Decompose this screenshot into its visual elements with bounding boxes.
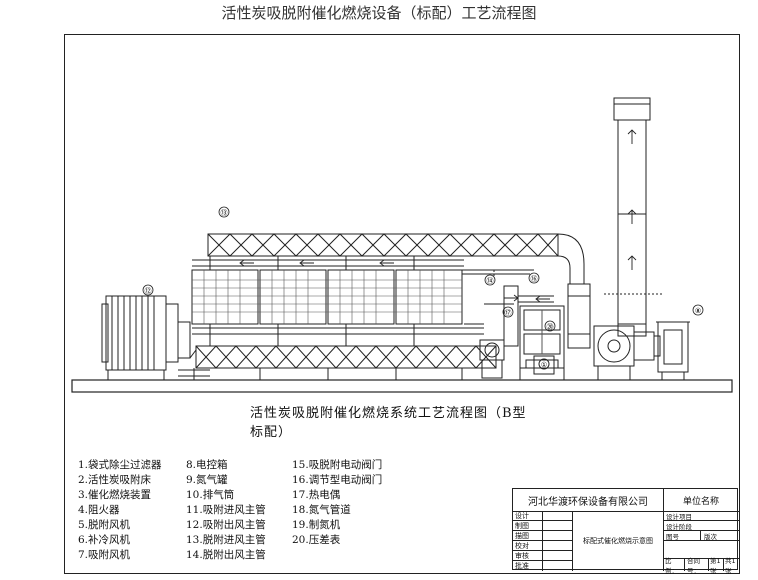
legend-item: 2.活性炭吸附床 bbox=[78, 474, 152, 486]
legend-item: 6.补冷风机 bbox=[78, 534, 131, 546]
tb-project: 设计项目 bbox=[663, 511, 739, 521]
legend-item: 19.制氮机 bbox=[292, 519, 341, 531]
page-title: 活性炭吸脱附催化燃烧设备（标配）工艺流程图 bbox=[221, 4, 537, 22]
callout-number: ⑭ bbox=[487, 277, 494, 285]
legend-item: 17.热电偶 bbox=[292, 489, 341, 501]
adsorption-fan bbox=[567, 283, 661, 380]
callout-number: ⑰ bbox=[505, 309, 512, 317]
callout-number: ⑬ bbox=[221, 209, 228, 217]
legend-item: 10.排气筒 bbox=[186, 489, 235, 501]
cooling-fan bbox=[533, 355, 555, 375]
tb-row-value bbox=[543, 561, 573, 571]
legend-item: 5.脱附风机 bbox=[78, 519, 131, 531]
unit-name: 单位名称 bbox=[663, 489, 739, 512]
legend-item: 13.脱附进风主管 bbox=[186, 534, 266, 546]
tb-total: 共1张 bbox=[725, 557, 736, 575]
tb-drawing-no: 图号 bbox=[663, 531, 701, 541]
tb-scale: 比例： bbox=[663, 557, 685, 575]
legend-item: 8.电控箱 bbox=[186, 459, 228, 471]
tb-blank bbox=[663, 541, 739, 559]
drawing-frame bbox=[64, 34, 740, 574]
drawing-name: 标配式催化燃烧示意图 bbox=[573, 511, 664, 571]
tb-sheet: 第1张 bbox=[709, 557, 724, 575]
legend-item: 4.阻火器 bbox=[78, 504, 120, 516]
legend-item: 7.吸附风机 bbox=[78, 549, 131, 561]
legend-item: 16.调节型电动阀门 bbox=[292, 474, 383, 486]
catalytic-combustion-unit bbox=[519, 305, 565, 380]
tb-row-label: 描图 bbox=[513, 531, 543, 541]
legend-column-3: 15.吸脱附电动阀门 16.调节型电动阀门 17.热电偶 18.氮气管道 19.… bbox=[292, 458, 382, 548]
legend-column-1: 1.袋式除尘过滤器 2.活性炭吸附床 3.催化燃烧装置 4.阻火器 5.脱附风机… bbox=[78, 458, 162, 563]
upper-truss bbox=[207, 233, 585, 284]
company-name: 河北华渡环保设备有限公司 bbox=[513, 489, 664, 512]
legend-item: 18.氮气管道 bbox=[292, 504, 351, 516]
exhaust-stack bbox=[613, 97, 651, 337]
legend-column-2: 8.电控箱 9.氮气罐 10.排气筒 11.吸附进风主管 12.吸附出风主管 1… bbox=[186, 458, 266, 563]
tb-row-value bbox=[543, 531, 573, 541]
legend-item: 9.氮气罐 bbox=[186, 474, 228, 486]
legend-item: 3.催化燃烧装置 bbox=[78, 489, 152, 501]
title-block: 河北华渡环保设备有限公司 单位名称 设计 制图 描图 校对 审核 批准 标配式催… bbox=[512, 488, 739, 575]
adsorption-beds bbox=[191, 256, 484, 380]
callout-number: ⑫ bbox=[145, 287, 152, 295]
tb-row-label: 设计 bbox=[513, 511, 543, 521]
tb-row-value bbox=[543, 541, 573, 551]
process-flow-drawing: ① ⑫ ⑬ ⑭ ⑯ ⑰ ⑳ ⑧ bbox=[71, 97, 733, 393]
legend-item: 11.吸附进风主管 bbox=[186, 504, 266, 516]
tb-row-label: 批准 bbox=[513, 561, 543, 571]
tb-row-label: 制图 bbox=[513, 521, 543, 531]
lower-truss bbox=[195, 345, 497, 369]
tb-contract: 合同号： bbox=[685, 557, 709, 575]
tb-row-value bbox=[543, 521, 573, 531]
callout-number: ⑯ bbox=[531, 275, 538, 283]
control-cabinet bbox=[656, 321, 690, 380]
legend-item: 14.脱附出风主管 bbox=[186, 549, 266, 561]
drawing-caption: 活性炭吸脱附催化燃烧系统工艺流程图（B型标配） bbox=[250, 406, 527, 440]
legend-item: 15.吸脱附电动阀门 bbox=[292, 459, 383, 471]
tb-row-label: 校对 bbox=[513, 541, 543, 551]
bag-filter bbox=[101, 295, 179, 380]
legend-item: 20.压差表 bbox=[292, 534, 341, 546]
legend-item: 12.吸附出风主管 bbox=[186, 519, 266, 531]
callout-number: ⑧ bbox=[695, 307, 701, 315]
tb-row-label: 审核 bbox=[513, 551, 543, 561]
tb-version: 版次 bbox=[701, 531, 739, 541]
ground-base bbox=[71, 379, 733, 393]
tb-row-value bbox=[543, 551, 573, 561]
legend-item: 1.袋式除尘过滤器 bbox=[78, 459, 162, 471]
tb-stage: 设计阶段 bbox=[663, 521, 739, 531]
tb-row-value bbox=[543, 511, 573, 521]
desorption-fan bbox=[479, 339, 505, 379]
callout-number: ⑳ bbox=[547, 323, 554, 331]
callout-number: ① bbox=[541, 361, 547, 369]
